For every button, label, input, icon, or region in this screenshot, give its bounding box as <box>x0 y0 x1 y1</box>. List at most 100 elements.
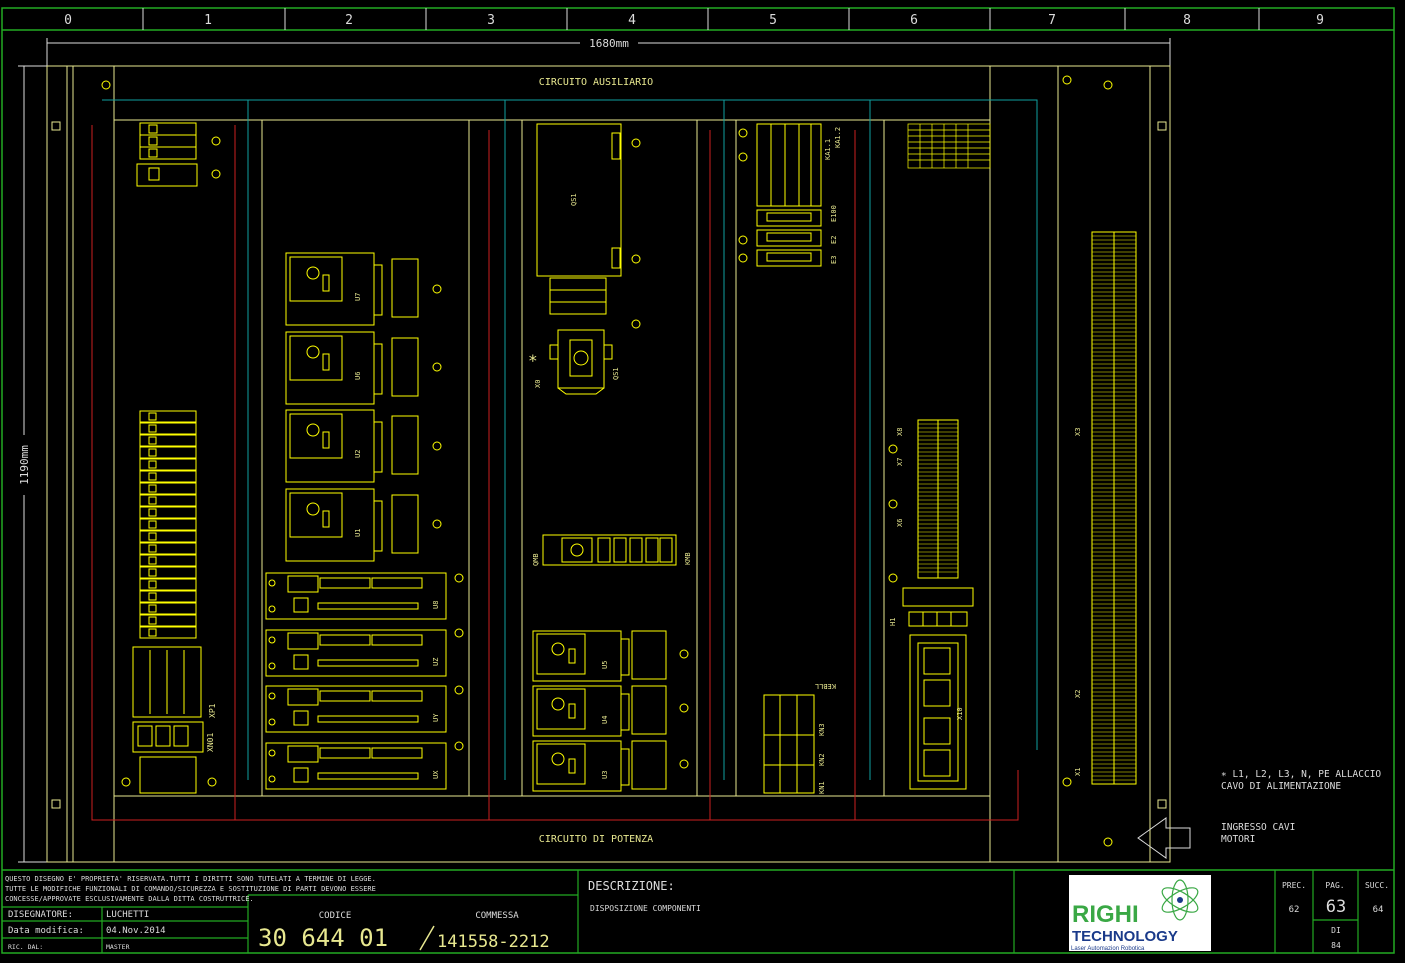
device-label: U8 <box>432 601 440 609</box>
drive-display <box>287 632 319 650</box>
breaker-toggle <box>148 436 157 445</box>
drive-terminal-row <box>317 772 419 780</box>
motor-breaker-block <box>542 534 677 566</box>
column-numbers: 0 1 2 3 4 5 6 7 8 9 <box>64 13 1324 28</box>
commessa-label: COMMESSA <box>475 911 519 921</box>
terminal-strip-small <box>907 123 991 169</box>
descr-label: DESCRIZIONE: <box>588 879 675 893</box>
breaker-module <box>139 518 197 531</box>
breaker-toggle <box>148 460 157 469</box>
drive-display <box>287 745 319 763</box>
drive-screw <box>268 692 276 700</box>
inverter-knob <box>306 423 320 437</box>
xp1-label: XP1 <box>208 703 217 718</box>
breaker-toggle <box>148 592 157 601</box>
inverter-panel <box>536 743 586 785</box>
x10-label: X10 <box>956 707 964 720</box>
breaker-toggle <box>148 424 157 433</box>
breaker-module <box>139 446 197 459</box>
inverter-panel <box>289 492 343 538</box>
device-label: U3 <box>601 771 609 779</box>
inverter-knob <box>551 642 565 656</box>
breaker-toggle <box>148 496 157 505</box>
connector-x10 <box>909 634 967 790</box>
drive-body <box>265 629 447 677</box>
module-label-e2: E2 <box>830 236 838 244</box>
column-number: 8 <box>1183 13 1191 28</box>
drive-connector <box>319 747 371 759</box>
cable-entry-arrow-icon <box>1137 817 1191 859</box>
inverter-knob <box>551 752 565 766</box>
drive-terminal <box>293 597 309 613</box>
breaker-module <box>139 458 197 471</box>
inverter-filter <box>391 337 419 397</box>
x0-label: X0 <box>534 380 542 388</box>
codice-label: CODICE <box>319 911 352 921</box>
breaker-module <box>139 554 197 567</box>
cabinet-outline <box>46 65 1171 863</box>
column-number: 6 <box>910 13 918 28</box>
drive-screw <box>268 605 276 613</box>
inverter-u2 <box>285 409 419 483</box>
inverter-side <box>620 638 630 676</box>
breaker-module <box>139 602 197 615</box>
inverter-panel <box>536 633 586 675</box>
inverter-filter <box>631 630 667 680</box>
breaker-toggle <box>148 412 157 421</box>
inverter-side <box>373 343 383 395</box>
drive-uz <box>265 629 447 677</box>
x8-label: X8 <box>896 428 904 436</box>
terminal-block-x6-x8 <box>917 419 959 579</box>
inverter-body <box>285 252 375 326</box>
ingresso-line2: MOTORI <box>1221 834 1255 845</box>
drive-screw <box>268 749 276 757</box>
breaker-module <box>139 410 197 423</box>
module-label-e3: E3 <box>830 256 838 264</box>
column-number: 2 <box>345 13 353 28</box>
x3-label: X3 <box>1074 428 1082 436</box>
logo-wordmark-1: RIGHI <box>1072 901 1139 928</box>
device-label: U1 <box>354 529 362 537</box>
inverter-side <box>620 748 630 786</box>
light-h1 <box>902 587 974 627</box>
breaker-module <box>139 614 197 627</box>
rail-label-ka12: KA1.2 <box>834 127 842 148</box>
column-number: 9 <box>1316 13 1324 28</box>
breaker-module <box>139 626 197 639</box>
di-label: DI <box>1331 926 1341 935</box>
drive-screw <box>268 579 276 587</box>
inverter-display <box>568 758 576 774</box>
legal-text-2: TUTTE LE MODIFICHE FUNZIONALI DI COMANDO… <box>5 885 376 893</box>
column-number: 3 <box>487 13 495 28</box>
drive-display <box>287 688 319 706</box>
screw-icons <box>101 75 1113 847</box>
breaker-column <box>139 410 197 639</box>
breaker-module <box>139 422 197 435</box>
device-label: UY <box>432 713 440 722</box>
breaker-module <box>139 530 197 543</box>
succ-label: SUCC. <box>1365 881 1389 890</box>
column-number: 7 <box>1048 13 1056 28</box>
psu-qs1 <box>536 123 622 395</box>
drive-terminal-row <box>317 715 419 723</box>
inverter-knob <box>306 502 320 516</box>
inverter-knob <box>306 345 320 359</box>
breaker-toggle <box>148 604 157 613</box>
cyan-wires <box>102 99 1038 780</box>
breaker-toggle <box>148 520 157 529</box>
designer-label: DISEGNATORE: <box>8 910 73 920</box>
terminal-rungs <box>918 423 958 573</box>
column-number: 0 <box>64 13 72 28</box>
designer-value: LUCHETTI <box>106 910 149 920</box>
pag-label: PAG. <box>1325 881 1344 890</box>
xn01-label: XN01 <box>206 733 215 752</box>
breaker-toggle <box>148 544 157 553</box>
drive-connector <box>371 634 423 646</box>
device-label: UZ <box>432 658 440 666</box>
logo-wordmark-2: TECHNOLOGY <box>1072 928 1178 945</box>
module-label-e100: E100 <box>830 205 838 222</box>
width-dimension-label: 1680mm <box>589 37 629 50</box>
